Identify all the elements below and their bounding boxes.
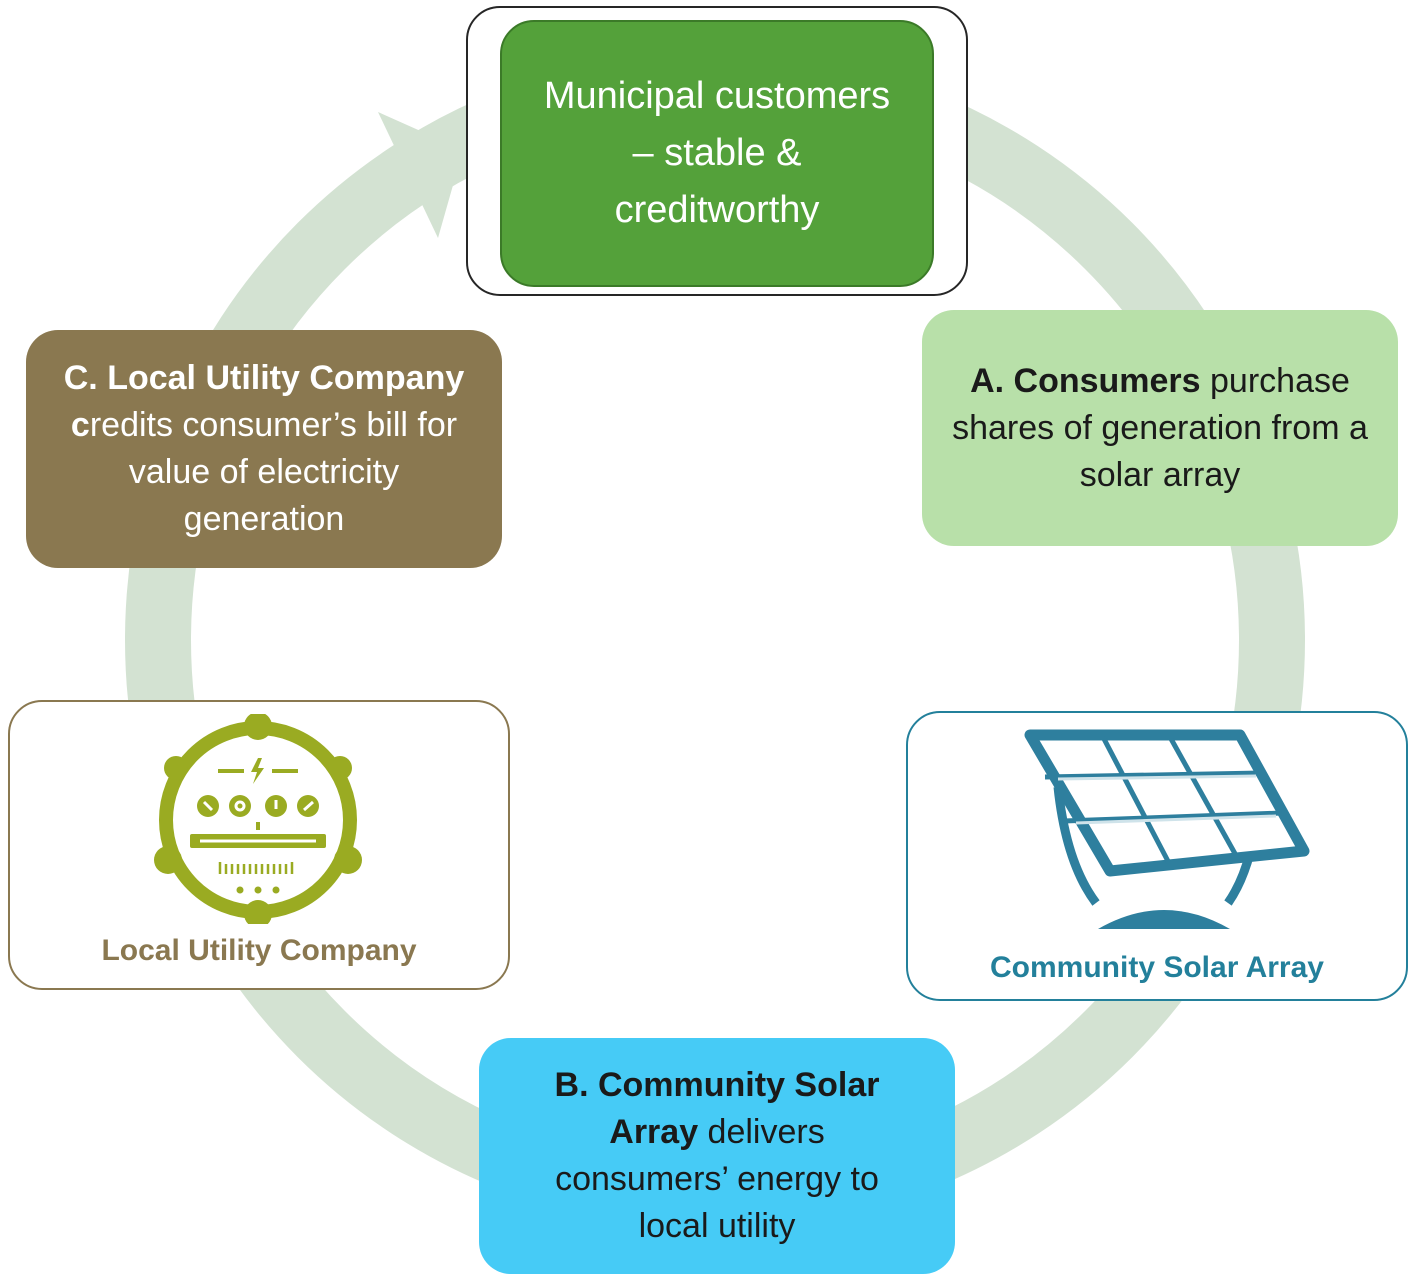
step-b-text: B. Community Solar Array delivers consum…: [519, 1062, 915, 1250]
step-c-card: C. Local Utility Company credits consume…: [26, 330, 502, 568]
step-c-initial: c: [70, 406, 90, 444]
solar-icon-label: Community Solar Array: [990, 951, 1324, 984]
solar-icon-card: Community Solar Array: [906, 711, 1408, 1001]
utility-icon-label: Local Utility Company: [101, 934, 417, 967]
step-b-title: B. Community Solar Array: [554, 1066, 880, 1151]
step-b-card: B. Community Solar Array delivers consum…: [479, 1038, 955, 1274]
electric-meter-icon: [154, 714, 362, 924]
solar-panel-icon: [1024, 729, 1310, 929]
step-a-card: A. Consumers purchase shares of generati…: [922, 310, 1398, 546]
step-a-text: A. Consumers purchase shares of generati…: [952, 358, 1368, 499]
center-node: Municipal customers – stable & creditwor…: [500, 20, 934, 287]
center-node-text: Municipal customers – stable & creditwor…: [543, 75, 891, 231]
step-c-description: redits consumer’s bill for value of elec…: [89, 406, 458, 538]
step-c-title: C. Local Utility Company: [63, 359, 465, 397]
step-a-description: purchase shares of generation from a sol…: [952, 361, 1368, 494]
utility-icon-card: Local Utility Company: [8, 700, 510, 990]
step-b-description: delivers consumers’ energy to local util…: [555, 1113, 879, 1245]
cycle-arrowhead-icon: [378, 112, 463, 238]
step-a-title: A. Consumers: [970, 361, 1201, 400]
step-c-text: C. Local Utility Company credits consume…: [46, 355, 482, 543]
